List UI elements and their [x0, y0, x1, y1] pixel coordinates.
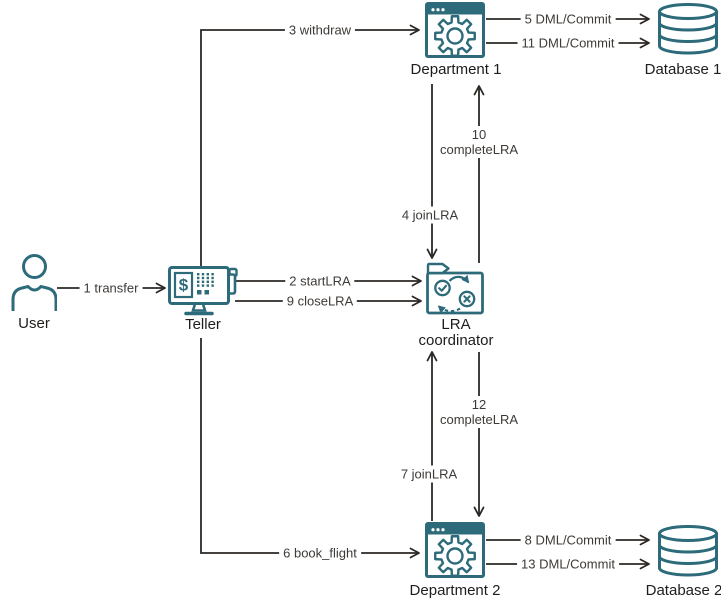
database2-icon — [656, 524, 720, 578]
edge-label-dml11: 11 DML/Commit — [517, 34, 619, 52]
database1-label: Database 1 — [644, 61, 721, 78]
check-icon — [438, 284, 448, 292]
folder-tab — [426, 262, 450, 275]
cycle-arrow — [448, 274, 470, 284]
dollar-glyph: $ — [179, 276, 189, 295]
edge-label-transfer: 1 transfer — [79, 279, 143, 297]
edge-label-book-flight: 6 book_flight — [279, 544, 361, 562]
department1-label: Department 1 — [410, 61, 502, 78]
user-icon — [11, 253, 57, 311]
department1-icon — [425, 2, 485, 58]
edge-label-start-lra: 2 startLRA — [285, 272, 355, 290]
teller-icon: $ — [168, 266, 240, 316]
edge-label-dml8: 8 DML/Commit — [520, 531, 616, 549]
edge-book-flight-line — [200, 338, 420, 559]
user-label: User — [18, 315, 50, 332]
edge-withdraw-line — [200, 24, 420, 269]
edge-label-join-lra2: 7 joinLRA — [396, 465, 462, 483]
cancel-icon — [463, 295, 471, 303]
edge-label-complete-lra1: 10 completeLRA — [435, 126, 523, 158]
compensate-arrow — [437, 305, 461, 314]
department2-icon — [425, 522, 485, 578]
gear-icon — [434, 535, 476, 577]
department2-label: Department 2 — [409, 582, 501, 599]
lra-coordinator-icon — [426, 262, 484, 315]
edge-label-withdraw: 3 withdraw — [284, 21, 356, 39]
database2-label: Database 2 — [645, 582, 721, 599]
edge-label-close-lra: 9 closeLRA — [282, 292, 358, 310]
edge-label-join-lra1: 4 joinLRA — [397, 206, 463, 224]
database1-icon — [656, 2, 720, 56]
teller-label: Teller — [185, 316, 221, 333]
lra-coordinator-label: LRA coordinator — [418, 316, 494, 349]
edge-label-dml5: 5 DML/Commit — [520, 10, 616, 28]
edge-label-dml13: 13 DML/Commit — [517, 555, 619, 573]
edge-label-complete-lra2: 12 completeLRA — [435, 396, 523, 428]
gear-icon — [434, 15, 476, 57]
